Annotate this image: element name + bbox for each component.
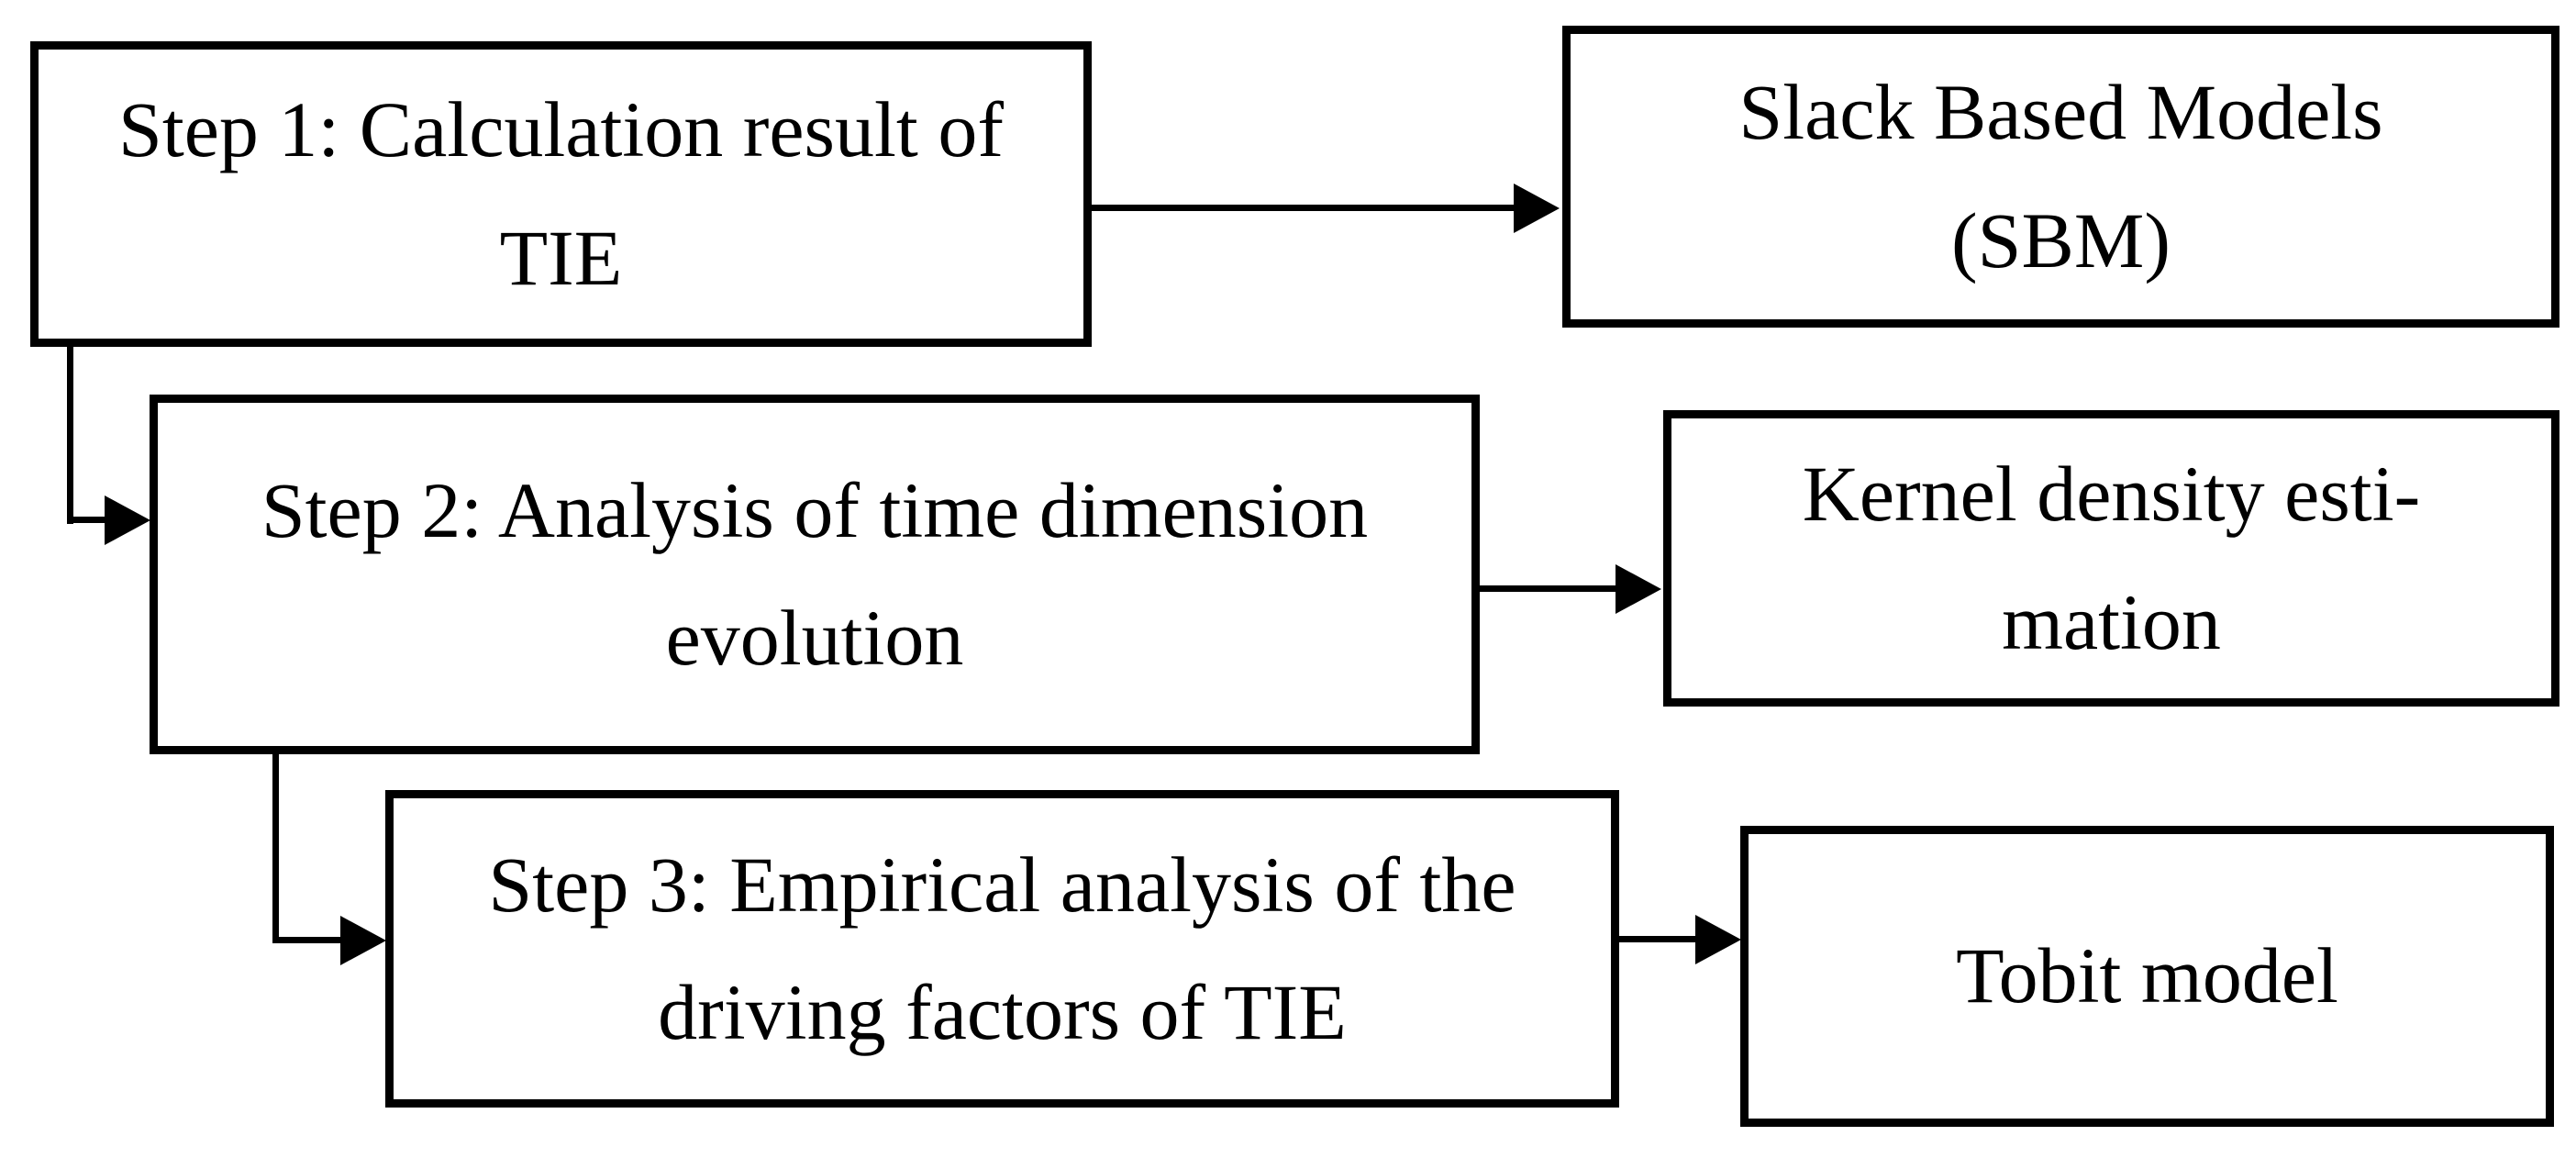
step1-text-line1: Step 1: Calculation result of [118, 85, 1004, 174]
step2-text-line2: evolution [665, 594, 964, 682]
arrow-step1-to-step2-horizontal-segment [67, 517, 107, 523]
arrow-step1-to-step2-vertical-segment [67, 347, 73, 524]
flow-box-tobit: Tobit model [1740, 826, 2554, 1127]
arrow-step2-to-kde-shaft [1480, 585, 1617, 592]
arrowhead-right-icon [1616, 564, 1661, 614]
arrowhead-right-icon [1514, 184, 1560, 233]
arrowhead-right-icon [340, 916, 386, 965]
sbm-text-line1: Slack Based Models [1738, 68, 2383, 157]
kde-text-line2: mation [2002, 577, 2221, 666]
step3-text-line1: Step 3: Empirical analysis of the [488, 840, 1516, 929]
flow-box-step1: Step 1: Calculation result of TIE [30, 41, 1092, 347]
arrow-step2-to-step3-horizontal-segment [272, 937, 342, 943]
arrow-step1-to-sbm-shaft [1092, 205, 1516, 211]
flow-box-step2: Step 2: Analysis of time dimension evolu… [150, 395, 1480, 754]
arrow-step2-to-step3-vertical-segment [272, 754, 279, 943]
flow-box-kde: Kernel density esti- mation [1663, 410, 2559, 707]
step3-text-line2: driving factors of TIE [658, 968, 1347, 1056]
tobit-text-line1: Tobit model [1956, 931, 2338, 1020]
step1-text-line2: TIE [499, 213, 623, 302]
sbm-text-line2: (SBM) [1951, 195, 2171, 284]
arrow-step3-to-tobit-shaft [1619, 936, 1697, 942]
kde-text-line1: Kernel density esti- [1802, 450, 2421, 539]
step2-text-line1: Step 2: Analysis of time dimension [261, 465, 1369, 554]
arrowhead-right-icon [105, 495, 150, 545]
arrowhead-right-icon [1695, 915, 1741, 964]
flow-box-sbm: Slack Based Models (SBM) [1562, 26, 2559, 328]
flow-box-step3: Step 3: Empirical analysis of the drivin… [385, 790, 1619, 1108]
